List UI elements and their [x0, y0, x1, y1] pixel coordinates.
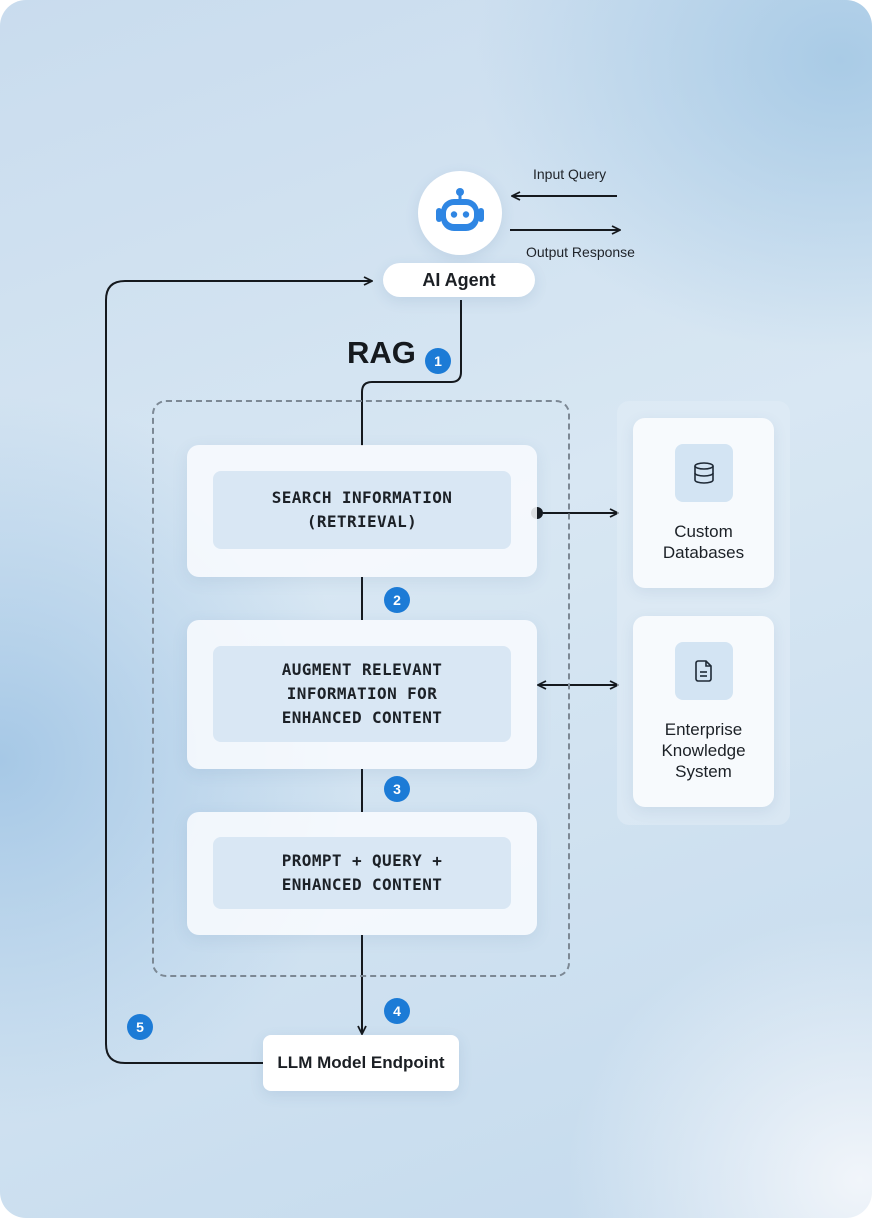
robot-avatar — [418, 171, 502, 255]
database-icon-tile — [675, 444, 733, 502]
source-card-knowledge: Enterprise Knowledge System — [633, 616, 774, 807]
database-icon — [694, 462, 714, 484]
step-search-box: SEARCH INFORMATION (RETRIEVAL) — [213, 471, 511, 549]
step-badge-3: 3 — [384, 776, 410, 802]
input-query-label: Input Query — [533, 166, 607, 182]
step-badge-2: 2 — [384, 587, 410, 613]
step-augment-box: AUGMENT RELEVANT INFORMATION FOR ENHANCE… — [213, 646, 511, 742]
output-response-label: Output Response — [526, 244, 635, 260]
source-label-databases: Custom Databases — [662, 522, 745, 562]
robot-icon — [436, 188, 484, 231]
llm-endpoint-node: LLM Model Endpoint — [263, 1035, 459, 1091]
step-badge-4: 4 — [384, 998, 410, 1024]
step-card-prompt: PROMPT + QUERY + ENHANCED CONTENT — [187, 812, 537, 935]
step-card-search: SEARCH INFORMATION (RETRIEVAL) — [187, 445, 537, 577]
step-search-text: SEARCH INFORMATION (RETRIEVAL) — [271, 488, 453, 531]
step-augment-text: AUGMENT RELEVANT INFORMATION FOR ENHANCE… — [281, 660, 443, 727]
ai-agent-node: AI Agent — [383, 263, 535, 297]
step-card-augment: AUGMENT RELEVANT INFORMATION FOR ENHANCE… — [187, 620, 537, 769]
rag-title: RAG — [347, 335, 416, 370]
rag-pipeline-frame — [152, 400, 570, 977]
step-prompt-text: PROMPT + QUERY + ENHANCED CONTENT — [281, 851, 443, 894]
source-label-knowledge: Enterprise Knowledge System — [661, 720, 746, 781]
document-icon — [695, 660, 712, 682]
step-badge-1: 1 — [425, 348, 451, 374]
source-card-databases: Custom Databases — [633, 418, 774, 588]
llm-to-agent-loop — [105, 281, 372, 1064]
agent-to-search-line — [361, 300, 462, 446]
step-badge-5: 5 — [127, 1014, 153, 1040]
document-icon-tile — [675, 642, 733, 700]
step-prompt-box: PROMPT + QUERY + ENHANCED CONTENT — [213, 837, 511, 909]
